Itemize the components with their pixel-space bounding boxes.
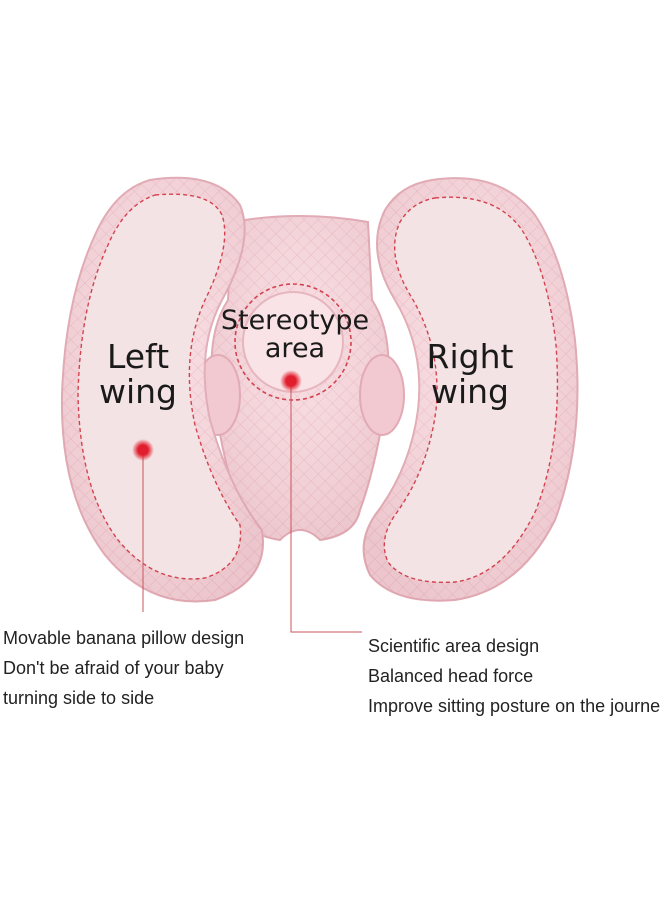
right-wing-label-line1: Right [426, 337, 514, 376]
right-wing [362, 177, 579, 602]
left-wing [60, 176, 264, 603]
stereotype-area-label-line2: area [264, 333, 326, 365]
right-wing-label: Right wing [405, 337, 535, 411]
right-caption-line: Balanced head force [368, 666, 534, 686]
pillow-center-body [195, 215, 405, 542]
left-caption: Movable banana pillow design Don't be af… [3, 623, 244, 713]
left-caption-line: turning side to side [3, 688, 155, 708]
left-caption-line: Movable banana pillow design [3, 628, 245, 648]
marker-dots [132, 370, 302, 461]
right-caption-line: Scientific area design [368, 636, 540, 656]
stereotype-area-label-line1: Stereotype [220, 305, 370, 336]
leader-lines [142, 382, 362, 633]
right-caption: Scientific area design Balanced head for… [368, 631, 660, 721]
right-wing-label-line2: wing [430, 371, 510, 411]
right-caption-line: Improve sitting posture on the journey [368, 696, 660, 716]
left-wing-label-line1: Left [106, 337, 170, 376]
left-wing-label-line2: wing [98, 371, 178, 411]
left-caption-line: Don't be afraid of your baby [3, 658, 224, 678]
stereotype-area-label: Stereotype area [200, 305, 390, 365]
left-wing-label: Left wing [78, 337, 198, 411]
